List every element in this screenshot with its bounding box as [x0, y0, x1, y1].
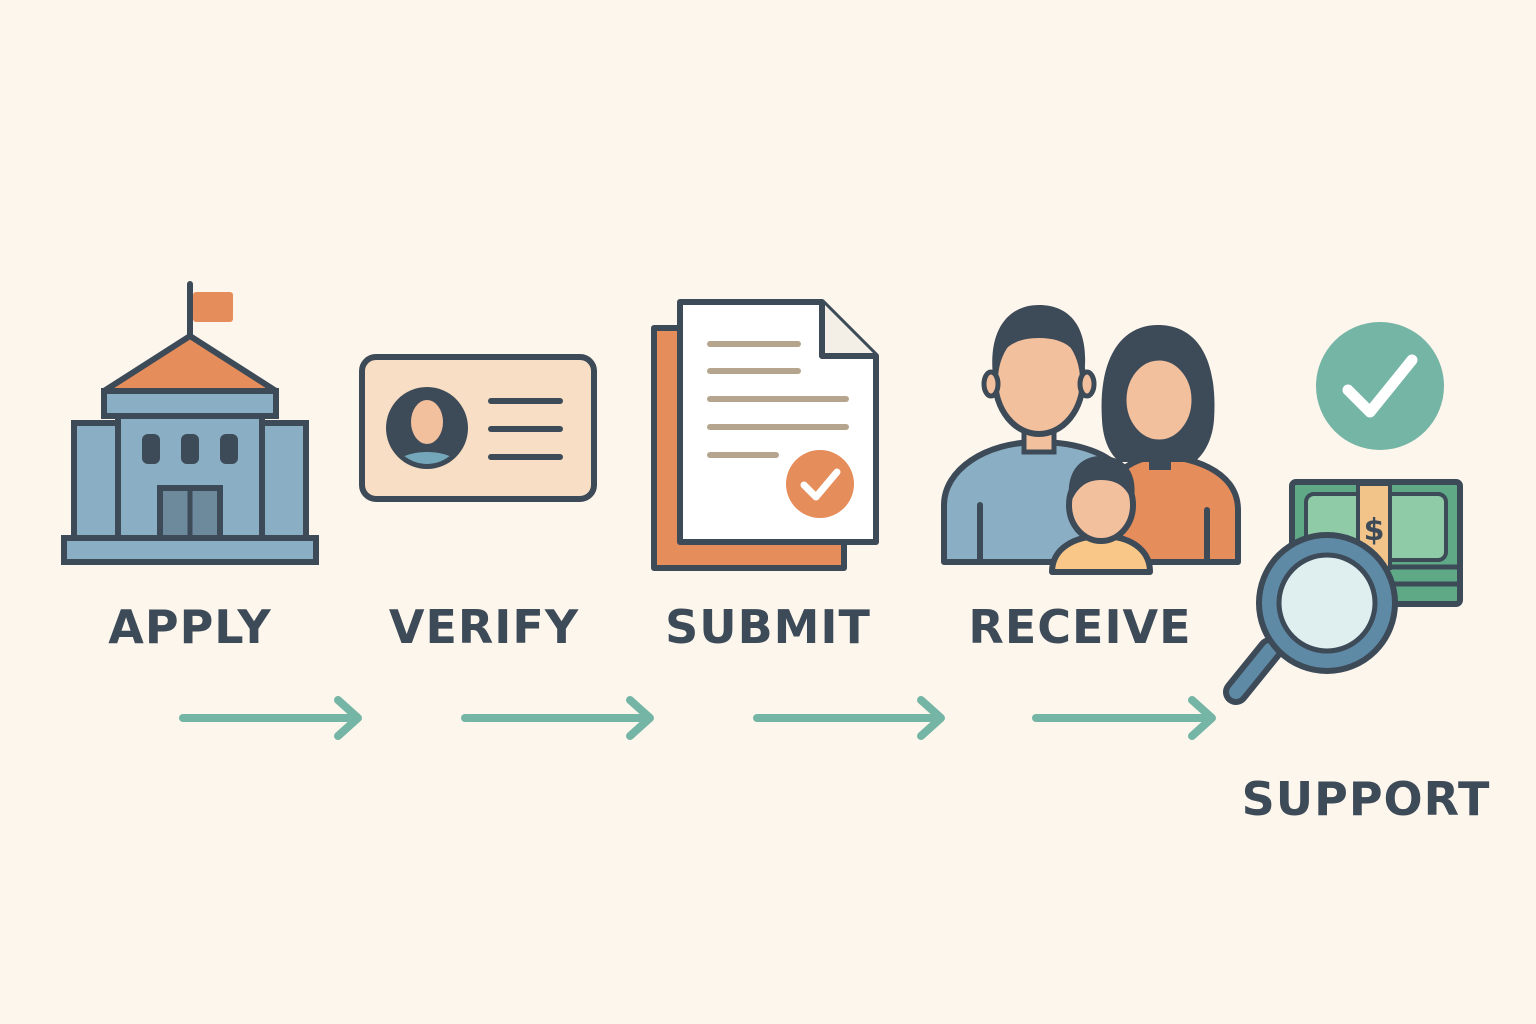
step-label-submit: SUBMIT [665, 600, 871, 654]
step-label-support: SUPPORT [1241, 772, 1491, 826]
step-label-receive: RECEIVE [968, 600, 1192, 654]
approval-check-icon [1316, 322, 1444, 450]
magnifier-icon [1223, 532, 1398, 705]
connector-arrows [179, 696, 1216, 740]
arrow-verify-to-submit [461, 696, 654, 740]
dollar-sign-icon: $ [1364, 513, 1385, 548]
id-card-icon [359, 354, 597, 502]
family-icon [941, 305, 1241, 575]
arrow-receive-to-support [1032, 696, 1216, 740]
government-building-icon [61, 281, 319, 565]
arrow-apply-to-verify [179, 696, 362, 740]
woman-figure [1101, 325, 1241, 565]
step-label-verify: VERIFY [388, 600, 580, 654]
approved-document-icon [651, 299, 879, 571]
child-figure [1049, 456, 1153, 575]
step-label-apply: APPLY [108, 600, 272, 654]
arrow-submit-to-receive [753, 696, 945, 740]
